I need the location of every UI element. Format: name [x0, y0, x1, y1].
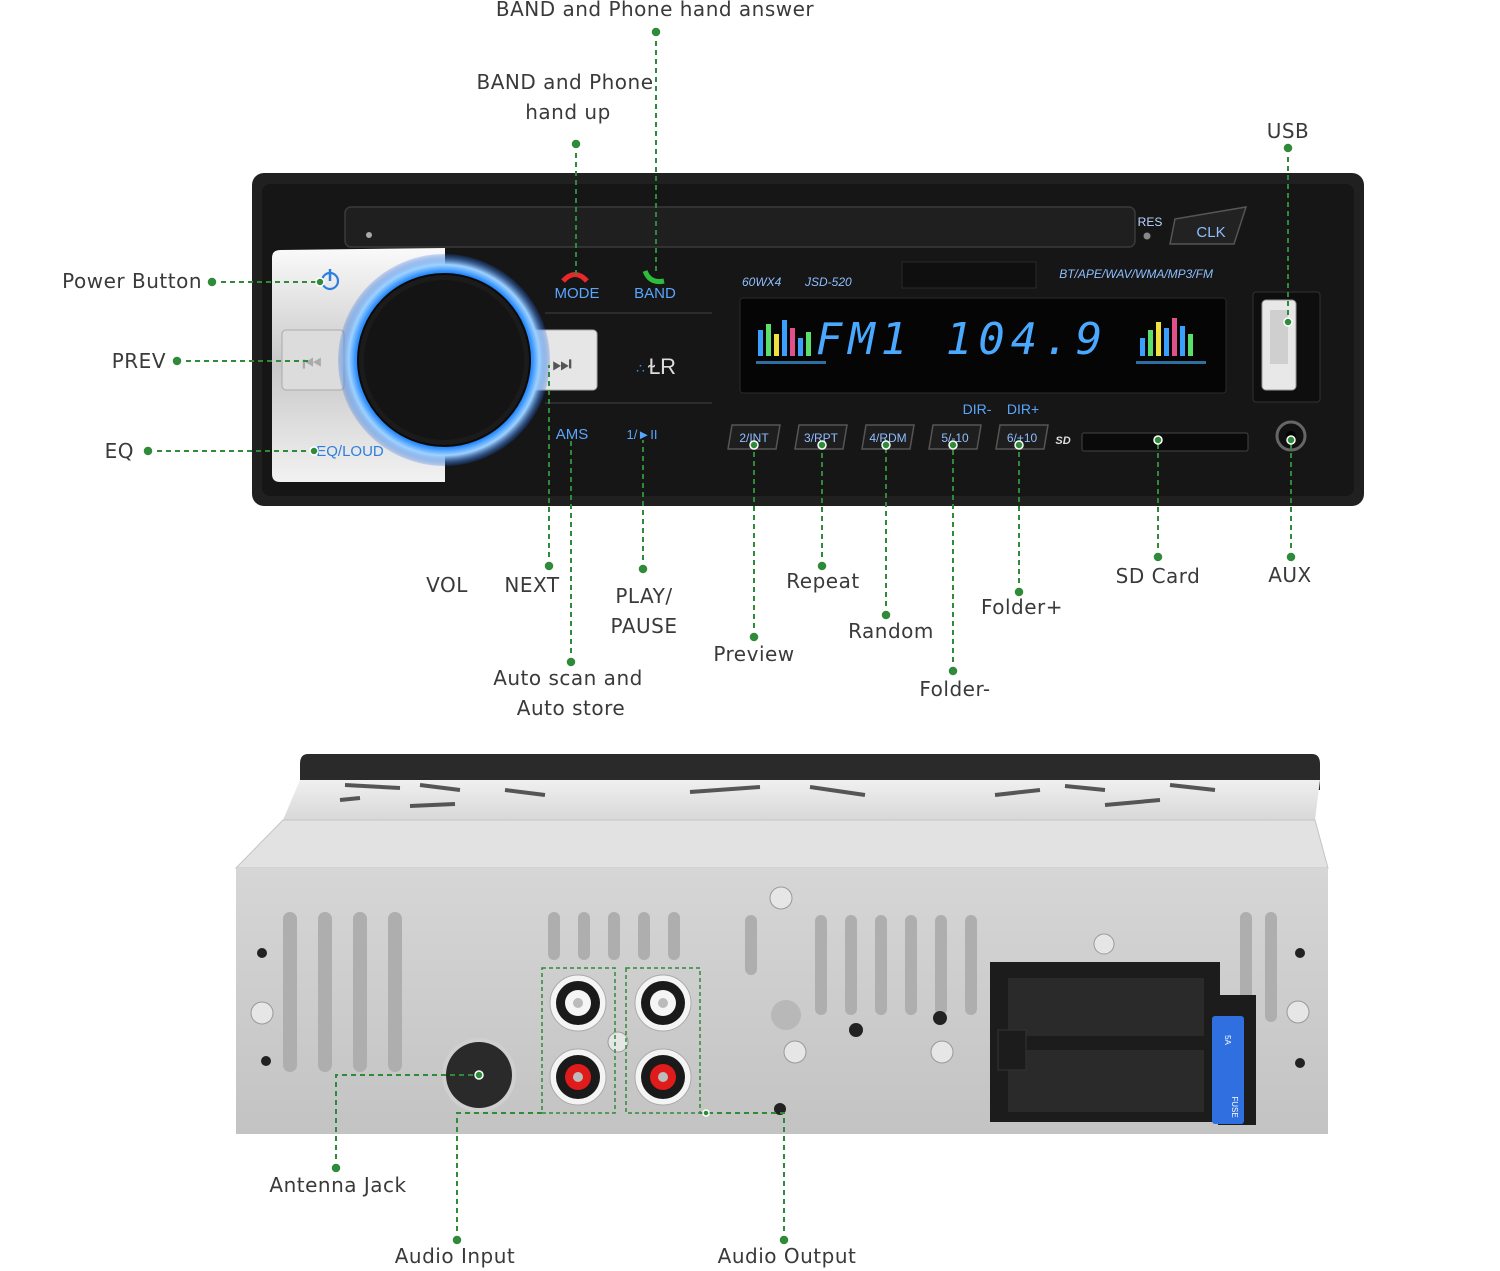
label-band-hangup-line2: hand up: [525, 100, 611, 124]
label-vol: VOL: [426, 573, 468, 597]
next-icon: ⏭: [552, 351, 572, 376]
fuse: FUSE 5A: [1212, 1016, 1244, 1124]
brand-logo: ⱢR: [647, 354, 676, 379]
fuse-rating: 5A: [1223, 1035, 1232, 1045]
res-label: RES: [1138, 215, 1163, 229]
display-readout: FM1 104.9: [816, 314, 1108, 365]
preset-4-label: 4/RDM: [869, 431, 906, 445]
sd-logo: SD: [1055, 435, 1070, 447]
label-eq: EQ: [104, 439, 134, 463]
label-prev: PREV: [111, 349, 166, 373]
label-power-button: Power Button: [62, 269, 202, 293]
label-random: Random: [848, 619, 934, 643]
preset-button-2[interactable]: 2/INT: [727, 424, 781, 450]
preset-3-label: 3/RPT: [804, 431, 839, 445]
prev-icon: ⏮: [302, 351, 322, 376]
label-play-line2: PAUSE: [610, 614, 678, 638]
spectrum-left: [756, 320, 826, 364]
iso-connector[interactable]: [990, 962, 1256, 1125]
lcd-display: [739, 297, 1227, 394]
label-band-answer: BAND and Phone hand answer: [495, 0, 815, 21]
preset-button-3[interactable]: 3/RPT: [794, 424, 848, 450]
label-preview: Preview: [713, 642, 795, 666]
preset-2-label: 2/INT: [739, 431, 769, 445]
leader-lines: [142, 26, 1297, 1246]
play-pause-label[interactable]: 1/►II: [627, 427, 658, 442]
mounting-screws: [250, 886, 1310, 1115]
label-folder-plus: Folder+: [980, 595, 1064, 619]
head-unit-rear: FUSE 5A: [234, 754, 1329, 1134]
label-usb: USB: [1266, 119, 1310, 143]
sd-card-slot[interactable]: [1081, 432, 1249, 452]
bluetooth-icon: ∴: [636, 360, 645, 376]
dir-minus-label: DIR-: [963, 401, 992, 417]
label-repeat: Repeat: [786, 569, 860, 593]
band-label[interactable]: BAND: [634, 285, 676, 302]
preset-button-6[interactable]: 6/+10: [995, 424, 1049, 450]
label-auto-line2: Auto store: [516, 696, 626, 720]
label-auto-line1: Auto scan and: [493, 666, 643, 690]
answer-icon: [642, 269, 665, 284]
head-unit-front: RES CLK ⏮ ⏭ EQ/LOUD MODE BAND ∴ ⱢR AMS 1…: [252, 173, 1364, 506]
ams-label[interactable]: AMS: [556, 426, 589, 443]
preset-button-5[interactable]: 5/-10: [928, 424, 982, 450]
label-band-hangup-line1: BAND and Phone: [476, 70, 654, 94]
label-next: NEXT: [504, 573, 560, 597]
preset-6-label: 6/+10: [1007, 431, 1038, 445]
ir-window: [901, 261, 1037, 289]
cd-slot: [344, 206, 1136, 248]
fuse-label: FUSE: [1230, 1096, 1239, 1117]
preset-5-label: 5/-10: [941, 431, 969, 445]
label-audio-output: Audio Output: [717, 1244, 857, 1268]
spectrum-right: [1136, 318, 1206, 364]
preset-button-4[interactable]: 4/RDM: [861, 424, 915, 450]
label-sd-card: SD Card: [1115, 564, 1201, 588]
power-rating: 60WX4: [742, 275, 782, 289]
model-id: JSD-520: [804, 275, 852, 289]
rca-jacks: [541, 967, 701, 1114]
label-folder-minus: Folder-: [919, 677, 991, 701]
clk-button[interactable]: [1169, 206, 1248, 245]
audio-output-group: [625, 967, 701, 1114]
dir-plus-label: DIR+: [1007, 401, 1039, 417]
label-play-line1: PLAY/: [615, 584, 673, 608]
clk-label: CLK: [1196, 224, 1225, 241]
formats-text: BT/APE/WAV/WMA/MP3/FM: [1059, 267, 1213, 281]
cooling-vents: [283, 912, 1277, 1072]
eq-loud-label[interactable]: EQ/LOUD: [316, 443, 384, 460]
mode-label[interactable]: MODE: [555, 285, 600, 302]
label-aux: AUX: [1268, 563, 1312, 587]
reset-hole[interactable]: [1143, 232, 1151, 240]
audio-input-group: [541, 967, 616, 1114]
label-audio-input: Audio Input: [394, 1244, 516, 1268]
label-antenna-jack: Antenna Jack: [269, 1173, 407, 1197]
